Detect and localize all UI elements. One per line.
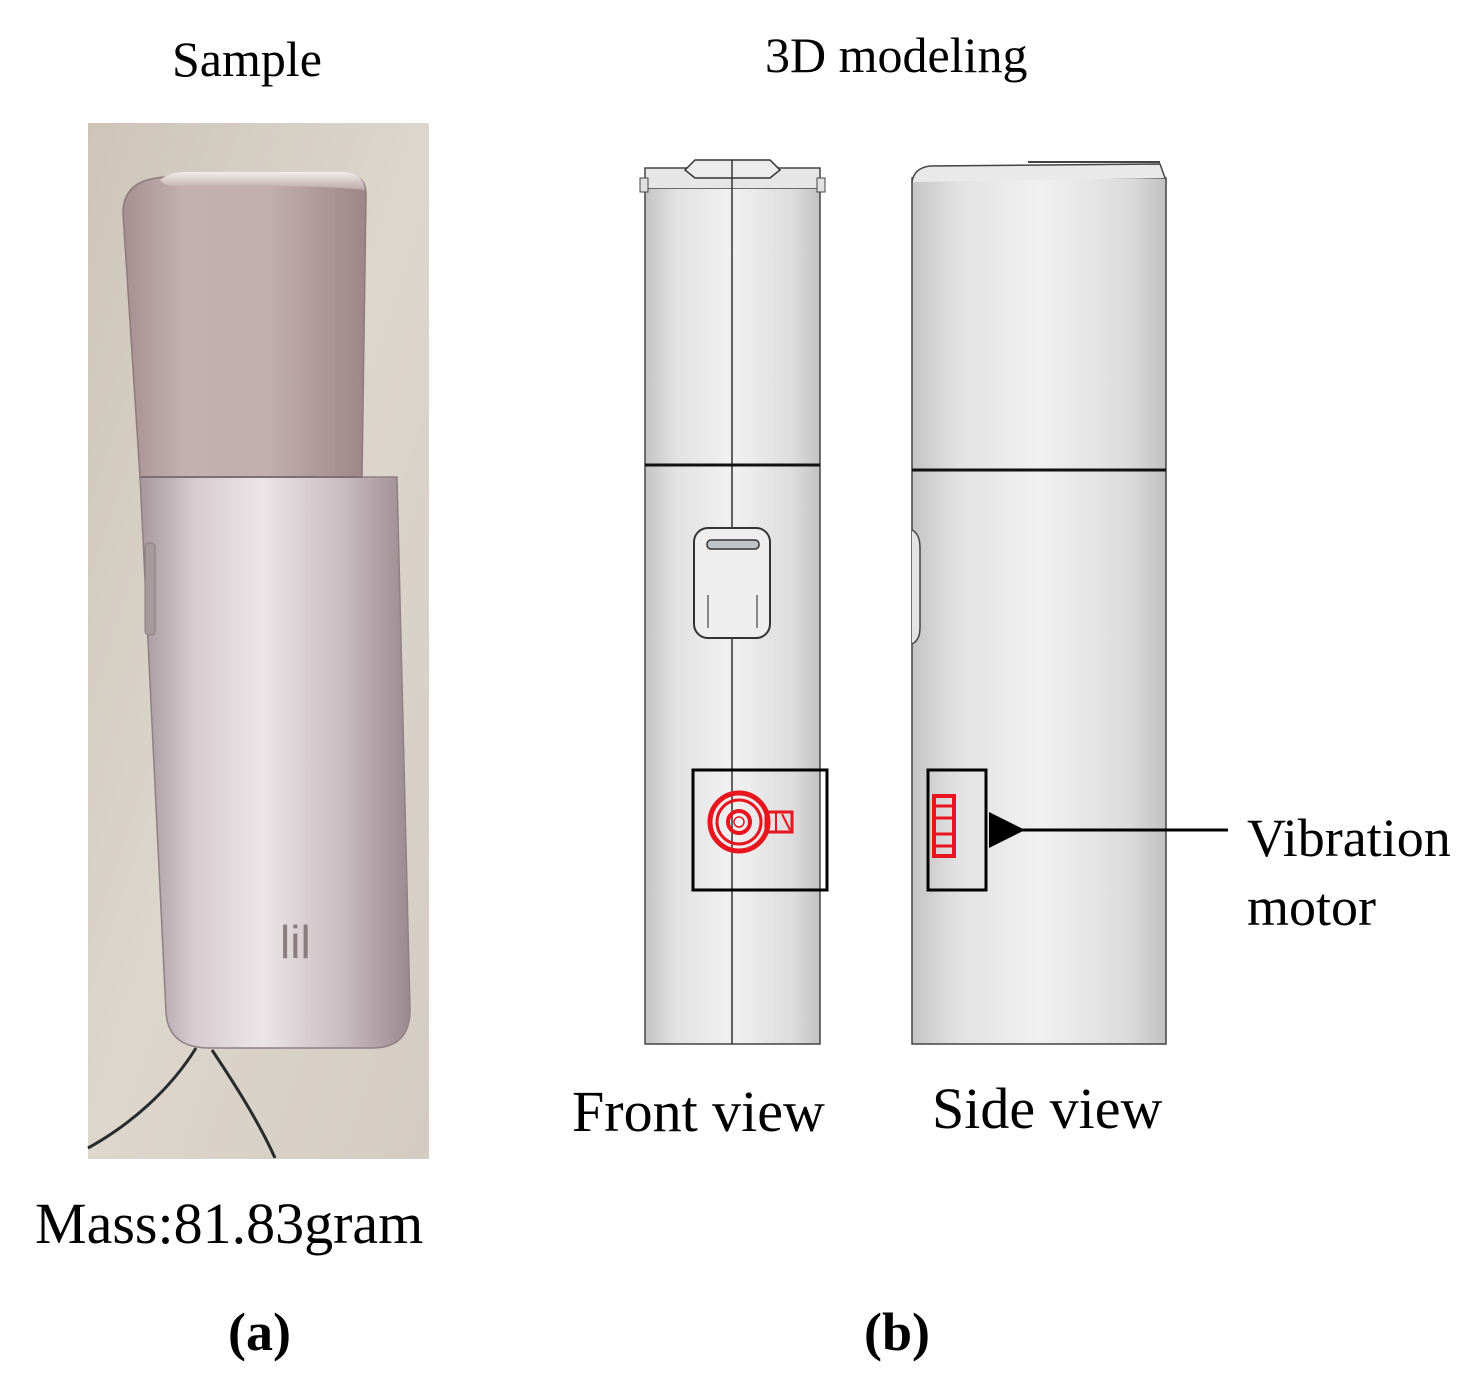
mass-label: Mass:81.83gram <box>35 1191 424 1256</box>
callout-label-line1: Vibration <box>1247 808 1451 868</box>
caption-a: (a) <box>228 1302 291 1362</box>
motor-highlight-box-front <box>691 768 829 892</box>
front-view-label: Front view <box>572 1079 825 1144</box>
front-view-model <box>639 159 829 1045</box>
vibration-motor-side-icon <box>932 794 956 858</box>
vibration-motor-front-icon <box>707 790 794 854</box>
callout-label-line2: motor <box>1247 877 1376 937</box>
sample-heading: Sample <box>172 31 322 87</box>
side-view-label: Side view <box>932 1076 1163 1141</box>
motor-highlight-box-side <box>926 768 988 892</box>
side-view-model <box>911 161 1167 1045</box>
modeling-heading: 3D modeling <box>765 27 1028 83</box>
caption-b: (b) <box>864 1302 930 1362</box>
sample-photo: lil <box>87 123 429 1159</box>
device-logo: lil <box>280 916 311 968</box>
